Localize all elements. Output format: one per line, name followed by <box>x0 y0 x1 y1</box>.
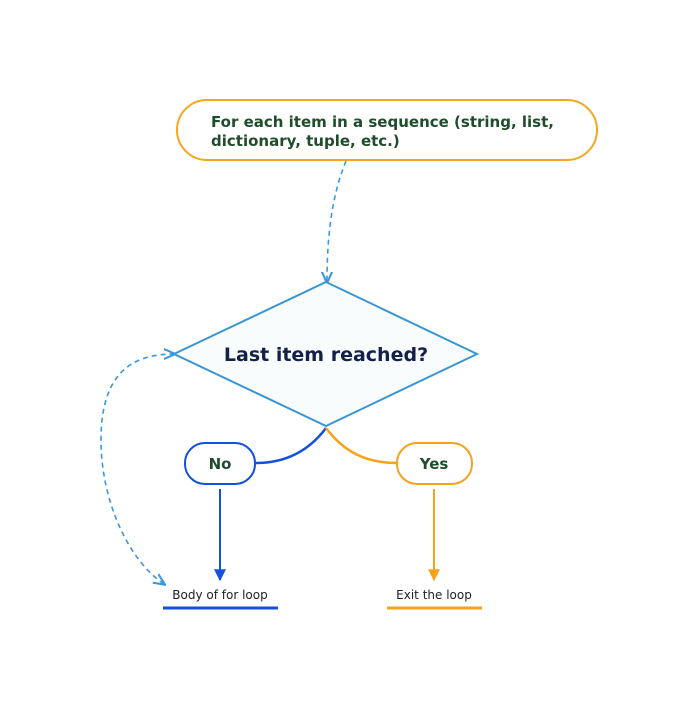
connector-loop-back <box>100 354 174 584</box>
connector-decision-to-yes <box>325 427 398 465</box>
start-node-label-line-1: For each item in a sequence (string, lis… <box>211 113 554 131</box>
no-branch-label: No <box>209 455 232 473</box>
start-node: For each item in a sequence (string, lis… <box>176 99 598 161</box>
start-node-shape <box>176 99 598 161</box>
decision-node-shape <box>171 280 480 428</box>
connector-start-to-decision <box>327 160 347 282</box>
no-branch: No <box>184 442 256 485</box>
body-target: Body of for loop <box>163 588 278 610</box>
yes-branch-shape <box>396 442 473 485</box>
decision-node-label: Last item reached? <box>224 344 428 366</box>
yes-branch: Yes <box>396 442 473 485</box>
yes-branch-label: Yes <box>419 455 449 473</box>
exit-target-label: Exit the loop <box>396 588 472 602</box>
exit-target: Exit the loop <box>387 588 482 610</box>
body-target-label: Body of for loop <box>172 588 267 602</box>
start-node-label-line-2: dictionary, tuple, etc.) <box>211 132 400 150</box>
decision-node: Last item reached? <box>171 280 480 428</box>
connector-decision-to-no <box>255 427 327 465</box>
no-branch-shape <box>184 442 256 485</box>
